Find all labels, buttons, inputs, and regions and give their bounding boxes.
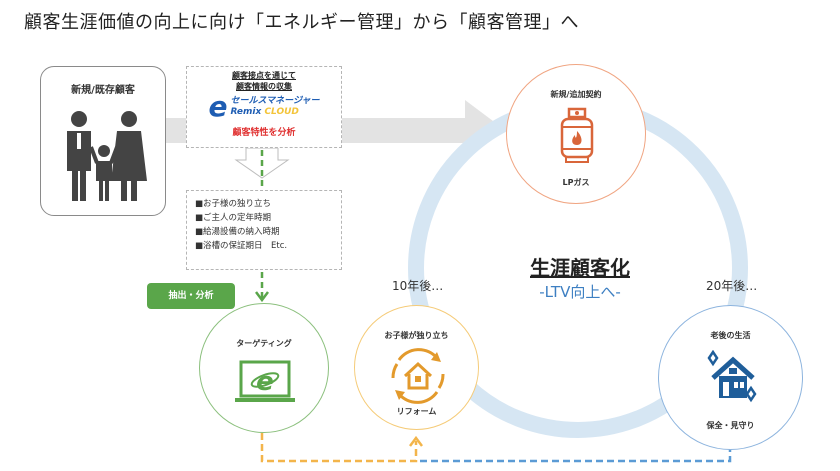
targeting-label: ターゲティング [236,339,292,348]
center-subtitle: -LTV向上へ- [539,283,621,301]
analysis-text: 顧客特性を分析 [232,128,296,138]
logo-text-3: CLOUD [264,107,299,117]
stage-targeting: ターゲティング e [199,303,329,433]
house-sparkle-icon [707,350,757,403]
stage-senior: 老後の生活 保全・見守り [658,305,803,450]
lpg-bottom-label: LPガス [562,178,590,187]
senior-top-label: 老後の生活 [710,331,751,340]
orange-arrowhead [409,435,423,447]
customer-card-label: 新規/既存顧客 [71,85,135,96]
attribute-item: ■給湯設備の納入時期 [195,227,280,237]
senior-bottom-label: 保全・見守り [706,421,755,430]
reform-top-label: お子様が独り立ち [384,331,449,340]
customer-card: 新規/既存顧客 [40,66,166,216]
green-arrowhead [255,291,269,303]
ten-years-label: 10年後… [392,279,444,293]
laptop-ie-icon: e [235,360,295,402]
collection-heading-1: 顧客接点を通じて [232,71,296,80]
center-title: 生涯顧客化 [530,256,630,280]
info-collection-box: 顧客接点を通じて 顧客情報の収集 e セールスマネージャー Remix CLOU… [186,66,342,148]
house-cycle-icon [391,348,445,404]
attribute-item: ■ご主人の定年時期 [195,213,272,223]
logo-text-1: セールスマネージャー [230,96,320,106]
orange-dash-path [260,433,418,463]
page-title: 顧客生涯価値の向上に向け「エネルギー管理」から「顧客管理」へ [24,12,579,33]
sales-manager-logo: e セールスマネージャー Remix CLOUD [187,90,341,123]
logo-text-2: Remix [230,107,262,117]
collection-heading-2: 顧客情報の収集 [236,82,292,91]
attribute-item: ■浴槽の保証期日 Etc. [195,241,288,251]
blue-dash-path [420,441,732,463]
customer-attributes-box: ■お子様の独り立ち ■ご主人の定年時期 ■給湯設備の納入時期 ■浴槽の保証期日 … [186,190,342,270]
logo-e-icon: e [208,90,228,123]
attribute-item: ■お子様の独り立ち [195,199,272,209]
stage-lpg: 新規/追加契約 LPガス [506,64,646,204]
family-icon [67,111,147,201]
reform-bottom-label: リフォーム [396,407,437,416]
lpg-top-label: 新規/追加契約 [550,90,602,99]
extract-analyze-button[interactable]: 抽出・分析 [147,283,235,309]
stage-reform: お子様が独り立ち リフォーム [354,305,479,430]
gas-cylinder-icon [560,107,594,163]
twenty-years-label: 20年後… [706,279,758,293]
